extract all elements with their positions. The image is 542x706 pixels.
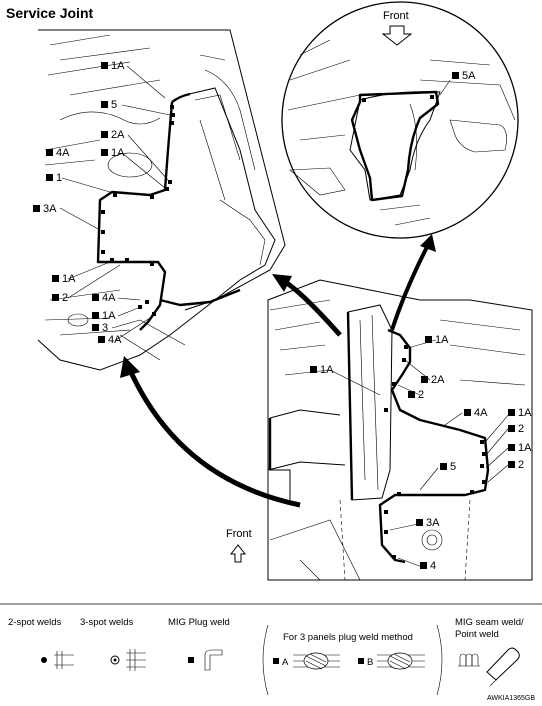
front-arrow-icon xyxy=(381,25,413,46)
callout-label: 3A xyxy=(426,517,440,529)
legend-three-spot-label: 3-spot welds xyxy=(80,617,134,628)
legend-method-a: A xyxy=(282,657,289,668)
mig-torch-icon xyxy=(486,647,520,687)
legend-method-b: B xyxy=(367,657,373,668)
two-spot-dot-icon xyxy=(41,657,47,663)
figure-code: AWKIA1365GB xyxy=(487,695,535,702)
callout-label: 1A xyxy=(111,60,125,72)
detail-circle-view: 5A Front xyxy=(281,1,519,239)
callout-label: 1A xyxy=(111,147,125,159)
callout-label: 4A xyxy=(108,334,122,346)
legend-three-panel-caption: For 3 panels plug weld method xyxy=(283,632,413,643)
mig-plug-square-icon xyxy=(188,657,194,663)
callout-label: 1 xyxy=(56,172,62,184)
three-spot-weld-icon xyxy=(126,649,146,671)
callout-label: 2A xyxy=(111,129,125,141)
callout-label: 1A xyxy=(518,442,532,454)
callout-label: 3 xyxy=(102,322,108,334)
upper-left-callouts: 1A 5 2A 4A 1A 1 3A 1A 2 4A 1A 3 4A xyxy=(33,60,125,346)
legend-mig-plug-label: MIG Plug weld xyxy=(168,617,230,628)
three-spot-ring-icon xyxy=(110,655,120,665)
mig-seam-bead-icon xyxy=(458,653,480,667)
method-b-plug-icon xyxy=(377,652,425,670)
method-a-plug-icon xyxy=(293,652,340,670)
connector-arrows xyxy=(120,234,436,508)
front-arrow-icon xyxy=(229,544,247,563)
legend-mig-seam-line1: MIG seam weld/ xyxy=(455,617,524,628)
callout-label: 4 xyxy=(430,560,436,572)
callout-label: 5 xyxy=(450,461,456,473)
weld-marks-lower-right xyxy=(384,345,486,559)
bracket-left xyxy=(262,624,269,696)
front-indicator-lower: Front xyxy=(226,528,252,563)
bracket-right xyxy=(436,624,443,696)
lower-right-view xyxy=(267,279,533,581)
callout-label: 1A xyxy=(102,310,116,322)
callout-label: 2 xyxy=(518,423,524,435)
weld-legend: 2-spot welds 3-spot welds MIG Plug weld … xyxy=(0,603,542,702)
front-label: Front xyxy=(383,10,409,22)
callout-label: 2 xyxy=(518,459,524,471)
front-label: Front xyxy=(226,528,252,540)
callout-label: 1A xyxy=(62,273,76,285)
diagram-title: Service Joint xyxy=(6,5,93,21)
callout-label: 4A xyxy=(102,292,116,304)
weld-marks-upper-left xyxy=(101,105,175,316)
mig-plug-profile-icon xyxy=(204,649,223,671)
callout-label: 2A xyxy=(431,374,445,386)
callout-label: 1A xyxy=(435,334,449,346)
lower-right-callouts: 1A 1A 2A 2 4A 1A 2 1A 2 5 3A 4 xyxy=(310,334,532,572)
callout-label: 4A xyxy=(474,407,488,419)
callout-label: 5A xyxy=(462,70,476,82)
callout-label: 1A xyxy=(518,407,532,419)
callout-label: 5 xyxy=(111,99,117,111)
upper-left-view xyxy=(37,29,286,371)
callout-label: 1A xyxy=(320,364,334,376)
two-spot-weld-icon xyxy=(54,651,74,669)
callout-label: 3A xyxy=(43,203,57,215)
callout-label: 2 xyxy=(418,389,424,401)
callout-label: 4A xyxy=(56,147,70,159)
callout-label: 2 xyxy=(62,292,68,304)
legend-two-spot-label: 2-spot welds xyxy=(8,617,62,628)
legend-mig-seam-line2: Point weld xyxy=(455,629,499,640)
